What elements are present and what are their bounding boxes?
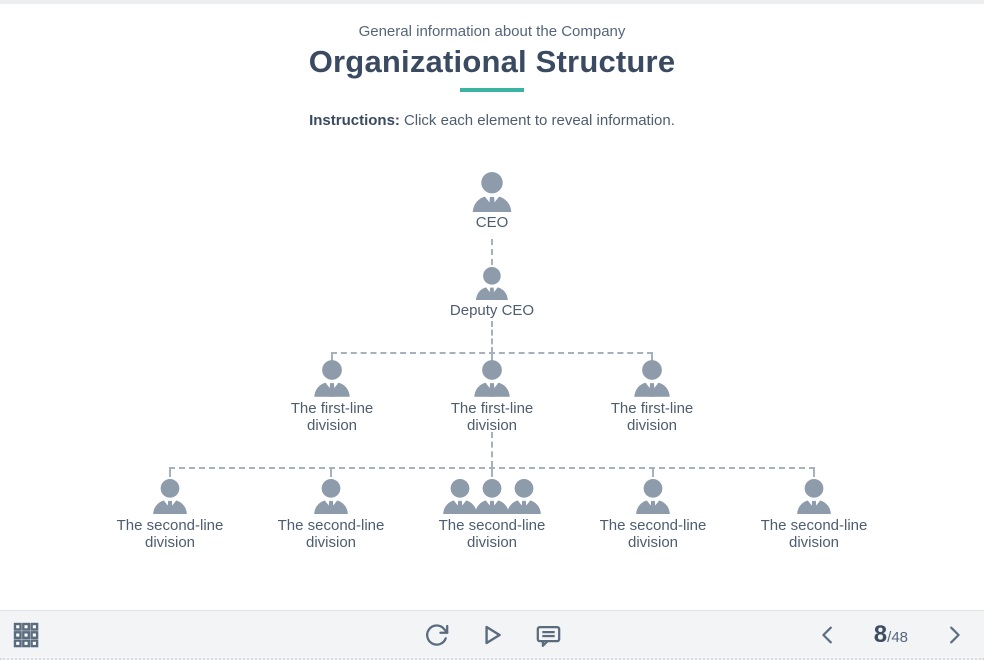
org-node-label: The second-line division — [277, 517, 385, 551]
play-icon — [485, 625, 501, 645]
connector-row2-drop-3 — [491, 467, 493, 477]
org-node-first-line-3[interactable]: The first-line division — [597, 360, 707, 434]
connector-row2-drop-1 — [169, 467, 171, 477]
org-node-label: The second-line division — [438, 517, 546, 551]
top-border — [0, 0, 984, 4]
page-title: Organizational Structure — [308, 44, 676, 79]
person-icon — [469, 172, 515, 212]
instructions-text: Click each element to reveal information… — [403, 112, 675, 129]
org-node-label: CEO — [475, 214, 509, 231]
slide-divider: / — [887, 629, 892, 646]
org-node-label: The second-line division — [760, 517, 868, 551]
org-node-label: The second-line division — [116, 517, 224, 551]
next-slide-button[interactable] — [942, 622, 966, 648]
notes-button[interactable] — [533, 620, 563, 650]
chevron-left-icon — [822, 626, 832, 644]
instructions: Instructions:Click each element to revea… — [0, 112, 984, 129]
org-node-label: The first-line division — [610, 400, 694, 434]
comments-icon — [536, 625, 560, 647]
instructions-label: Instructions: — [309, 112, 400, 129]
slide-counter: 8/48 — [874, 621, 908, 649]
person-icon — [437, 360, 547, 397]
connector-row1-drop-1 — [331, 352, 333, 361]
person-icon — [597, 360, 707, 397]
connector-row2-drop-2 — [330, 467, 332, 477]
connector-deputy-row1 — [491, 321, 493, 353]
person-icon — [587, 479, 719, 514]
title-accent-bar — [460, 88, 524, 92]
connector-ceo-deputy — [491, 239, 493, 265]
org-node-deputy-ceo[interactable]: Deputy CEO — [450, 267, 534, 319]
player-center-controls — [0, 611, 984, 659]
grid-menu-icon — [13, 622, 39, 648]
person-icon — [104, 479, 236, 514]
player-nav-controls: 8/48 — [816, 611, 966, 659]
slide-subtitle: General information about the Company — [358, 23, 626, 40]
slide-total: 48 — [891, 629, 908, 646]
previous-slide-button[interactable] — [816, 622, 840, 648]
player-bar: 8/48 — [0, 610, 984, 660]
person-group-icon — [426, 479, 558, 514]
connector-row2-drop-4 — [652, 467, 654, 477]
org-node-second-line-2[interactable]: The second-line division — [265, 479, 397, 551]
person-icon — [450, 267, 534, 300]
org-node-label: The second-line division — [599, 517, 707, 551]
connector-row1-drop-3 — [651, 352, 653, 361]
org-node-second-line-4[interactable]: The second-line division — [587, 479, 719, 551]
slide-current: 8 — [873, 621, 888, 648]
org-node-label: The first-line division — [450, 400, 534, 434]
chevron-right-icon — [950, 626, 960, 644]
org-node-ceo[interactable]: CEO — [469, 172, 515, 231]
connector-row1-drop-2 — [491, 352, 493, 361]
replay-icon — [425, 623, 448, 646]
org-node-label: The first-line division — [290, 400, 374, 434]
org-node-second-line-1[interactable]: The second-line division — [104, 479, 236, 551]
person-icon — [265, 479, 397, 514]
menu-button[interactable] — [12, 621, 40, 649]
org-node-first-line-1[interactable]: The first-line division — [277, 360, 387, 434]
play-button[interactable] — [477, 620, 507, 650]
replay-button[interactable] — [421, 620, 451, 650]
org-node-second-line-3[interactable]: The second-line division — [426, 479, 558, 551]
org-node-label: Deputy CEO — [449, 302, 535, 319]
org-node-second-line-5[interactable]: The second-line division — [748, 479, 880, 551]
connector-row1-row2 — [491, 432, 493, 467]
person-icon — [277, 360, 387, 397]
connector-row2-drop-5 — [813, 467, 815, 477]
org-node-first-line-2[interactable]: The first-line division — [437, 360, 547, 434]
person-icon — [748, 479, 880, 514]
